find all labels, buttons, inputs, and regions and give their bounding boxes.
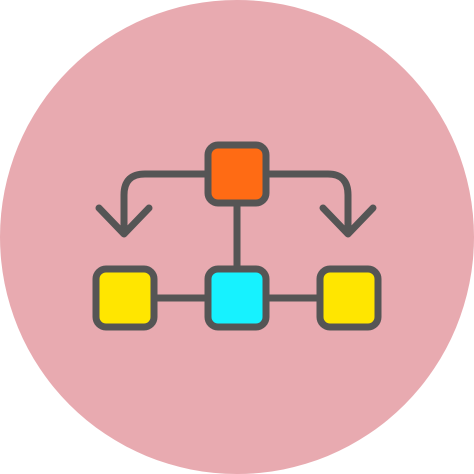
center-node-square bbox=[204, 265, 270, 331]
left-node-square bbox=[92, 265, 158, 331]
right-arrow-head bbox=[319, 204, 377, 238]
left-connector-line bbox=[120, 170, 212, 236]
right-node-square bbox=[316, 265, 382, 331]
top-node-square bbox=[204, 141, 270, 207]
left-arrow-head bbox=[95, 204, 153, 238]
right-connector-line bbox=[262, 170, 352, 236]
